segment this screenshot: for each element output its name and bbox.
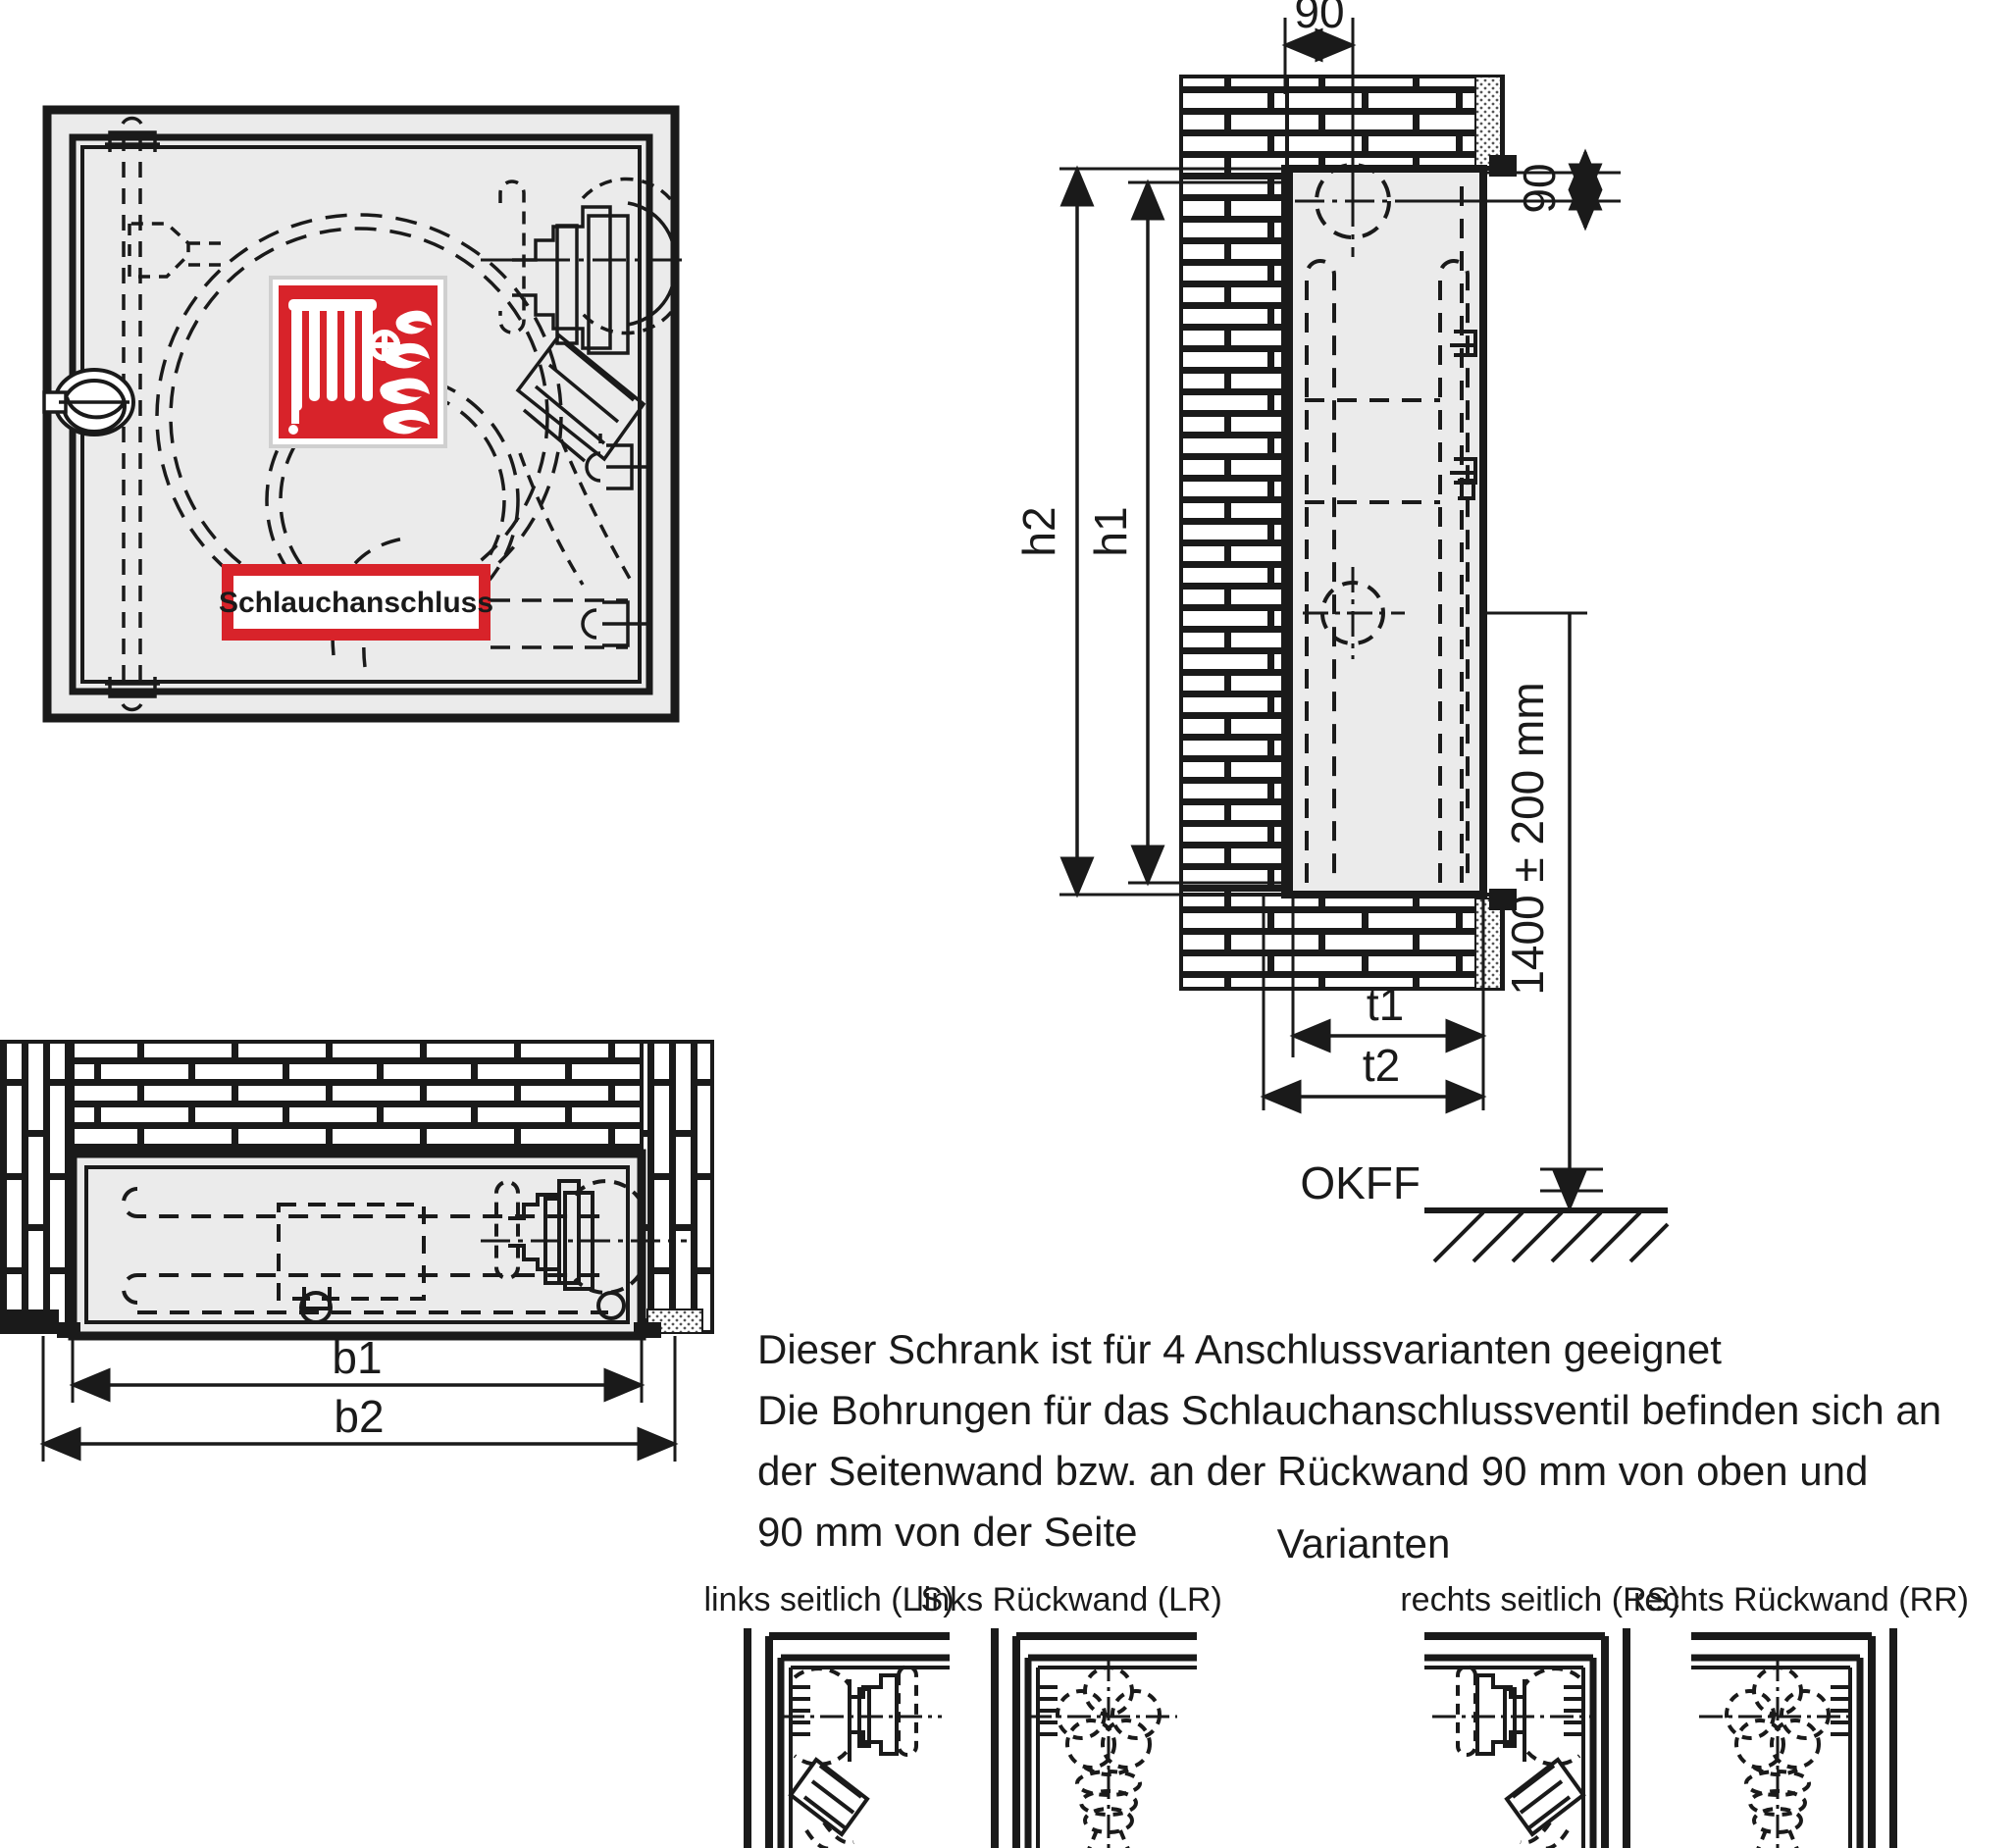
dimension-t2: t2 xyxy=(1260,895,1487,1114)
dimension-mounting-height: 1400 ± 200 mm xyxy=(1483,611,1603,1212)
plan-reel-drum xyxy=(277,1203,426,1301)
section-hole-bottom xyxy=(1303,567,1405,659)
fire-hose-sign xyxy=(269,276,447,448)
variant-rs: rechts seitlich (RS) xyxy=(1400,1581,1680,1848)
dimension-t1: t1 xyxy=(1289,895,1487,1110)
dimension-b2: b2 xyxy=(39,1336,679,1462)
variants-block: links seitlich (LS) xyxy=(703,1581,1969,1848)
label-plate-text: Schlauchanschluss xyxy=(219,587,493,619)
dimension-h1: h1 xyxy=(1085,179,1283,887)
dimension-mounting-height-label: 1400 ± 200 mm xyxy=(1502,682,1553,995)
variant-rs-valve xyxy=(1432,1665,1593,1848)
plan-corner-right xyxy=(634,1322,661,1338)
plan-latch xyxy=(299,1287,333,1325)
variant-ls-valve xyxy=(781,1665,942,1848)
section-cabinet-body xyxy=(1281,165,1487,898)
floor-level: OKFF xyxy=(1300,1157,1670,1263)
note-line-3: der Seitenwand bzw. an der Rückwand 90 m… xyxy=(757,1448,1868,1494)
dimension-b2-label: b2 xyxy=(334,1391,384,1442)
dimension-right-90-label: 90 xyxy=(1514,163,1565,213)
section-insulation-bottom xyxy=(1474,898,1502,990)
section-internal-rails xyxy=(1305,186,1470,883)
dimension-t1-label: t1 xyxy=(1367,979,1404,1030)
notes-block: Dieser Schrank ist für 4 Anschlussvarian… xyxy=(757,1326,1941,1566)
section-corner-bottom xyxy=(1489,889,1517,910)
plate-leader xyxy=(491,598,628,649)
variant-rr-valve xyxy=(1699,1658,1850,1848)
section-wall-left xyxy=(1179,75,1289,991)
front-view: Schlauchanschluss xyxy=(42,105,687,723)
dimension-top-90: 90 xyxy=(1281,0,1357,206)
plan-wall-right xyxy=(640,1040,714,1334)
section-brackets xyxy=(1450,330,1477,500)
dimension-h2-label: h2 xyxy=(1013,506,1064,556)
section-cabinet-back xyxy=(1285,169,1293,895)
variant-rs-label: rechts seitlich (RS) xyxy=(1400,1581,1679,1618)
floor-level-label: OKFF xyxy=(1300,1157,1420,1208)
plan-latch-right xyxy=(596,1291,626,1320)
dimension-h2: h2 xyxy=(1013,165,1283,898)
dimension-right-90: 90 xyxy=(1405,148,1621,231)
hose-nozzle xyxy=(128,222,222,279)
plan-hose-rails xyxy=(121,1187,610,1305)
note-line-2: Die Bohrungen für das Schlauchanschlussv… xyxy=(757,1387,1941,1433)
dimension-t2-label: t2 xyxy=(1363,1040,1400,1091)
variants-heading: Varianten xyxy=(1277,1520,1451,1566)
dimension-b1: b1 xyxy=(69,1332,646,1403)
variant-ls-label: links seitlich (LS) xyxy=(703,1581,954,1618)
note-line-4: 90 mm von der Seite xyxy=(757,1509,1138,1555)
label-plate: Schlauchanschluss xyxy=(219,564,493,641)
hinge-top xyxy=(105,116,160,152)
variant-lr-label: links Rückwand (LR) xyxy=(916,1581,1222,1618)
hinge-bottom xyxy=(105,677,160,712)
plan-wall-top xyxy=(0,1040,714,1159)
variant-rr: rechts Rückwand (RR) xyxy=(1633,1581,1969,1848)
section-wall-bottom xyxy=(1179,893,1505,991)
variant-lr-valve xyxy=(1028,1658,1177,1848)
cabinet-lock xyxy=(42,368,135,436)
variant-lr: links Rückwand (LR) xyxy=(916,1581,1222,1848)
dimension-top-90-label: 90 xyxy=(1294,0,1344,37)
plan-valve xyxy=(481,1179,687,1295)
dimension-h1-label: h1 xyxy=(1085,506,1136,556)
dimension-b1-label: b1 xyxy=(332,1332,382,1383)
plan-view: b1 b2 xyxy=(0,1040,714,1462)
note-line-1: Dieser Schrank ist für 4 Anschlussvarian… xyxy=(757,1326,1722,1372)
variant-ls: links seitlich (LS) xyxy=(703,1581,955,1848)
plan-insulation-right xyxy=(646,1309,703,1334)
fire-hose-reel-icon xyxy=(288,299,432,435)
section-view: 90 90 h2 h1 t1 xyxy=(1013,0,1670,1263)
section-insulation-top xyxy=(1474,76,1502,168)
plan-corner-left2 xyxy=(57,1322,80,1338)
variant-rr-label: rechts Rückwand (RR) xyxy=(1633,1581,1969,1618)
valve-assembly-front xyxy=(481,177,687,647)
plan-corner-left xyxy=(2,1309,59,1333)
plan-wall-left xyxy=(0,1040,75,1334)
